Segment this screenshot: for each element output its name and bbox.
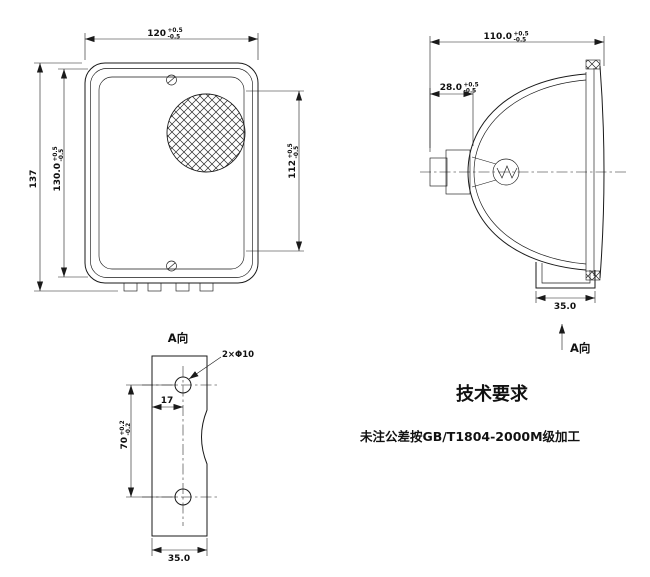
view-direction-label: A向 xyxy=(570,341,590,355)
housing-face xyxy=(98,76,245,270)
dim-plate-width-value: 35.0 xyxy=(168,554,190,564)
dim-side-depth-front-tol-up: +0.5 xyxy=(464,83,479,89)
dim-front-height-body: 130.0 +0.5 -0.5 xyxy=(53,68,88,278)
dim-front-width: 120 +0.5 -0.5 xyxy=(84,28,259,60)
dim-side-depth-front: 28.0 +0.5 -0.5 xyxy=(429,83,479,148)
dim-plate-width: 35.0 xyxy=(151,538,208,564)
socket-body xyxy=(445,149,471,195)
side-view: 110.0 +0.5 -0.5 28.0 +0.5 -0.5 35.0 A向 xyxy=(420,32,628,355)
dim-front-height-lens: 112 +0.5 -0.5 xyxy=(246,90,304,252)
a-view: A向 2×Φ10 17 70 +0.2 -0.2 xyxy=(120,331,254,564)
dim-front-height-body-tol-dn: -0.5 xyxy=(59,149,65,162)
dim-side-depth-overall-tol-up: +0.5 xyxy=(514,32,529,38)
flange-lines xyxy=(585,68,595,276)
dim-hole-offset: 17 xyxy=(152,396,183,411)
filament xyxy=(496,165,518,179)
tech-notes-line1: 未注公差按GB/T1804-2000M级加工 xyxy=(359,429,581,444)
hole-callout-leader: 2×Φ10 xyxy=(188,350,254,380)
bottom-tabs xyxy=(123,282,214,292)
reflector-dome-inner xyxy=(473,79,587,265)
reflector-dome xyxy=(467,73,587,271)
dim-side-depth-front-tol-dn: -0.5 xyxy=(464,89,477,95)
clip-top xyxy=(585,59,601,70)
dim-front-height-lens-tol-dn: -0.5 xyxy=(294,146,300,159)
lens-face xyxy=(599,65,605,279)
dim-hole-offset-value: 17 xyxy=(161,396,174,406)
dim-front-width-tol-dn: -0.5 xyxy=(168,35,181,41)
front-view: 120 +0.5 -0.5 137 130.0 +0.5 -0.5 112 xyxy=(29,28,304,292)
dim-hole-pitch-tol-dn: -0.2 xyxy=(126,423,132,436)
screw-bottom-icon xyxy=(166,260,177,272)
dim-front-height-lens-tol-up: +0.5 xyxy=(288,143,294,158)
socket-stem xyxy=(429,157,448,187)
dim-hole-pitch-value: 70 xyxy=(120,437,130,450)
dim-front-height-body-value: 130.0 xyxy=(53,163,63,191)
dim-side-bracket-width-value: 35.0 xyxy=(554,302,576,312)
dim-hole-pitch-tol-up: +0.2 xyxy=(120,420,126,435)
tech-notes-title: 技术要求 xyxy=(456,383,529,405)
dim-front-height-overall: 137 xyxy=(29,62,118,292)
bracket-plate xyxy=(151,355,208,537)
dim-side-depth-overall-value: 110.0 xyxy=(484,32,512,42)
dim-front-width-value: 120 xyxy=(147,29,166,39)
dim-hole-pitch: 70 +0.2 -0.2 xyxy=(120,384,176,498)
bulb xyxy=(471,156,520,188)
dim-front-height-lens-value: 112 xyxy=(288,160,298,179)
dim-side-depth-overall-tol-dn: -0.5 xyxy=(514,38,527,44)
dim-front-height-overall-value: 137 xyxy=(29,170,39,189)
tech-notes: 技术要求 未注公差按GB/T1804-2000M级加工 xyxy=(359,383,581,444)
screw-top-icon xyxy=(166,74,177,86)
housing-outline xyxy=(84,62,259,284)
mounting-bracket xyxy=(535,262,596,289)
view-direction-arrow: A向 xyxy=(558,324,590,355)
mesh-circle xyxy=(166,93,246,173)
dim-front-height-body-tol-up: +0.5 xyxy=(53,146,59,161)
dim-front-width-tol-up: +0.5 xyxy=(168,28,183,34)
clip-bottom xyxy=(585,270,601,281)
dim-side-bracket-width: 35.0 xyxy=(535,291,596,312)
dim-side-depth-front-value: 28.0 xyxy=(440,83,462,93)
a-view-title: A向 xyxy=(168,331,188,345)
hole-callout-label: 2×Φ10 xyxy=(222,350,254,360)
housing-rim xyxy=(90,68,253,278)
